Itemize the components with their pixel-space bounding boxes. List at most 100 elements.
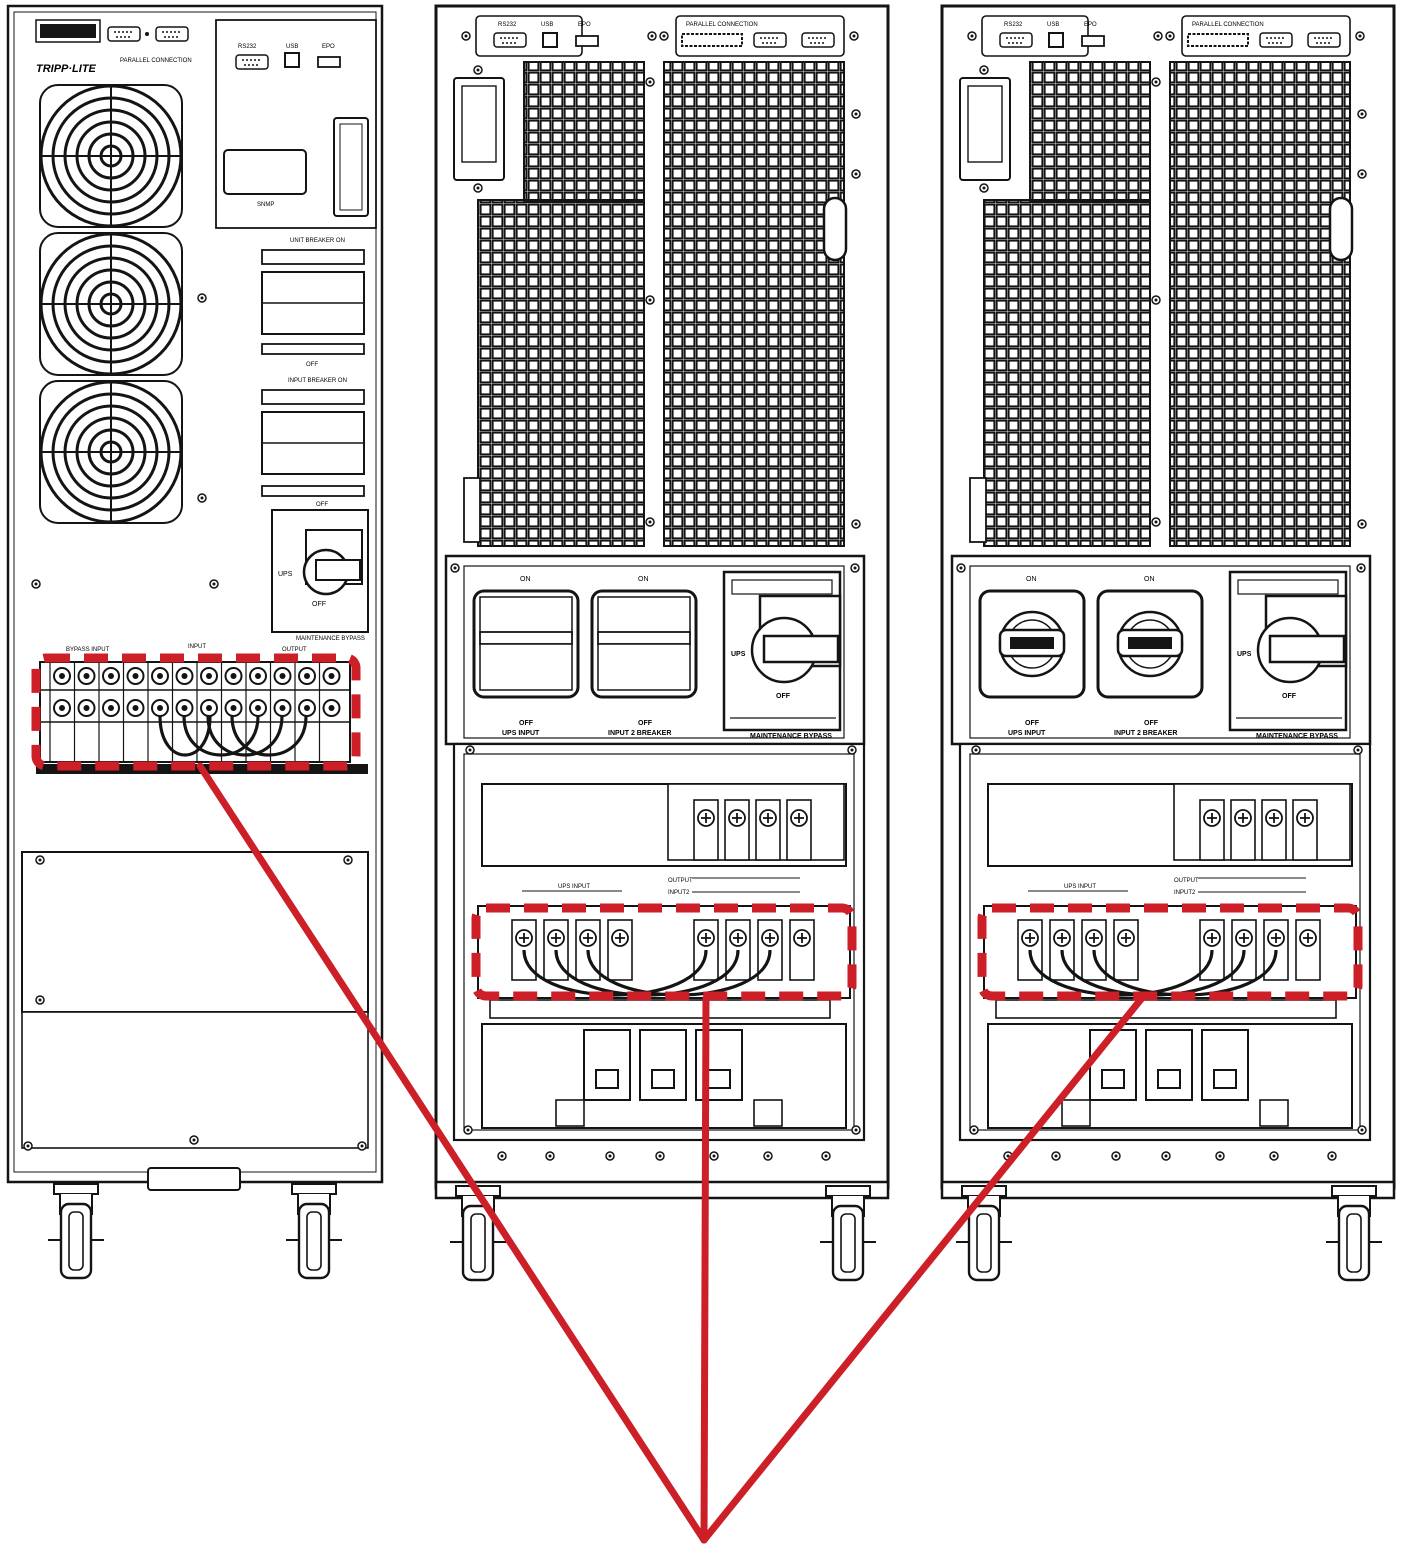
ups1-input-breaker-off: OFF xyxy=(316,502,328,508)
ups2-side-hatch xyxy=(453,77,505,181)
ups2-breaker1-on: ON xyxy=(520,576,531,583)
ups3-main-terminal-strip xyxy=(983,905,1357,999)
ups3-terminal-label-output: OUTPUT xyxy=(1174,878,1199,884)
ups2-upper-terminal xyxy=(755,799,781,861)
ups3-parallel-port-b[interactable] xyxy=(1307,32,1341,48)
ups1-terminal-group-bypass: BYPASS INPUT xyxy=(66,647,110,653)
ups1-caster-left xyxy=(46,1182,106,1280)
ups1-jumper-wire xyxy=(230,715,308,757)
ups2-upper-terminal xyxy=(693,799,719,861)
ups1-switch-caption: MAINTENANCE BYPASS xyxy=(296,636,365,642)
ups3-parallel-port-a[interactable] xyxy=(1259,32,1293,48)
ups1-rs232-port[interactable] xyxy=(235,54,269,70)
ups2-parallel-port-b[interactable] xyxy=(801,32,835,48)
ups2-port-label-usb: USB xyxy=(541,22,553,28)
ups3-side-hatch xyxy=(959,77,1011,181)
ups2-main-terminal-left xyxy=(607,919,633,981)
ups3-terminal-label-top: UPS INPUT xyxy=(1064,884,1096,890)
ups2-rs232-port[interactable] xyxy=(493,32,527,48)
ups1-bypass-breaker-off: OFF xyxy=(306,362,318,368)
ups1-port-label-rs232: RS232 xyxy=(238,44,257,50)
ups1-jumper-wire xyxy=(158,715,212,757)
ups3-upper-terminal xyxy=(1230,799,1256,861)
ups3-maintenance-bypass-switch[interactable] xyxy=(1228,570,1348,732)
ups2-vent-right xyxy=(663,61,845,547)
ups3-bypass-caption: MAINTENANCE BYPASS xyxy=(1256,733,1338,740)
callout-line-ups3 xyxy=(700,994,1146,1544)
ups1-usb-port[interactable] xyxy=(284,52,300,68)
ups1-terminal-strip xyxy=(39,661,351,763)
ups3-breaker2-on: ON xyxy=(1144,576,1155,583)
ups3-handle xyxy=(1328,196,1354,262)
ups2-terminal-label-top: UPS INPUT xyxy=(558,884,590,890)
ups1-slot-label: SNMP xyxy=(257,202,274,208)
ups2-vent-upper-left xyxy=(523,61,645,203)
ups3-caster-left xyxy=(954,1184,1014,1282)
ups3-upper-terminal xyxy=(1199,799,1225,861)
ups1-input-breaker-label: INPUT BREAKER ON xyxy=(288,378,347,384)
ups2-main-terminal-right xyxy=(789,919,815,981)
ups2-bypass-ups: UPS xyxy=(731,651,746,658)
ups1-bottom-cover xyxy=(21,1011,369,1149)
ups1-port-label-usb: USB xyxy=(286,44,298,50)
ups2-upper-terminal xyxy=(786,799,812,861)
ups3-main-terminal-right xyxy=(1295,919,1321,981)
ups3-breaker1-caption: UPS INPUT xyxy=(1008,730,1046,737)
ups2-epo-port[interactable] xyxy=(575,35,599,47)
ups3-parallel-connector[interactable] xyxy=(1187,33,1249,47)
ups2-parallel-connector[interactable] xyxy=(681,33,743,47)
ups3-lower-breakers xyxy=(1061,1029,1289,1127)
ups2-vent-lower-left xyxy=(477,199,645,547)
ups2-breaker1-off: OFF xyxy=(519,720,534,727)
ups1-parallel-label: PARALLEL CONNECTION xyxy=(120,58,192,64)
ups1-fan-1 xyxy=(39,84,183,228)
ups1-brand-logo: TRIPP·LITE xyxy=(36,63,97,75)
ups1-caster-right xyxy=(284,1182,344,1280)
ups1-top-slot xyxy=(40,24,96,38)
ups1-jumper-wires xyxy=(158,715,308,757)
ups1-lower-cover xyxy=(21,851,369,1013)
ups1-parallel-port-a xyxy=(107,26,141,42)
ups2-terminal-label-output: OUTPUT xyxy=(668,878,693,884)
ups-unit-right: RS232 USB EPO PARALLEL CONNECTION ON ON xyxy=(940,4,1396,1282)
ups3-breaker1-on: ON xyxy=(1026,576,1037,583)
ups3-bypass-ups: UPS xyxy=(1237,651,1252,658)
ups1-bypass-breaker-label: UNIT BREAKER ON xyxy=(290,238,345,244)
ups1-switch-ups: UPS xyxy=(278,571,293,578)
ups2-upper-terminal xyxy=(724,799,750,861)
ups3-parallel-label: PARALLEL CONNECTION xyxy=(1192,22,1264,28)
ups2-ups-input-breaker[interactable] xyxy=(472,589,580,699)
ups3-jumper-wire xyxy=(1028,949,1214,997)
ups1-jumper-wire xyxy=(182,715,260,757)
ups3-vent-upper-left xyxy=(1029,61,1151,203)
ups3-epo-port[interactable] xyxy=(1081,35,1105,47)
ups1-fan-3 xyxy=(39,380,183,524)
ups2-parallel-port-a[interactable] xyxy=(753,32,787,48)
ups2-usb-port[interactable] xyxy=(542,32,558,48)
ups3-usb-port[interactable] xyxy=(1048,32,1064,48)
callout-box-ups1-terminals xyxy=(31,653,361,771)
ups2-caster-right xyxy=(818,1184,878,1282)
ups2-main-terminal-strip xyxy=(477,905,851,999)
callout-line-ups1 xyxy=(196,762,708,1544)
ups1-snmp-slot[interactable] xyxy=(223,149,307,195)
ups2-breaker2-on: ON xyxy=(638,576,649,583)
ups2-breaker2-off: OFF xyxy=(638,720,653,727)
ups1-fan-2 xyxy=(39,232,183,376)
ups2-input2-breaker[interactable] xyxy=(590,589,698,699)
ups-unit-left: PARALLEL CONNECTION TRIPP·LITE RS232 USB… xyxy=(6,4,384,1280)
ups3-port-label-epo: EPO xyxy=(1084,22,1097,28)
ups3-upper-terminal xyxy=(1292,799,1318,861)
ups3-vent-lower-left xyxy=(983,199,1151,547)
ups1-epo-port[interactable] xyxy=(317,56,341,68)
ups2-maintenance-bypass-switch[interactable] xyxy=(722,570,842,732)
ups3-rs232-port[interactable] xyxy=(999,32,1033,48)
ups2-bypass-caption: MAINTENANCE BYPASS xyxy=(750,733,832,740)
ups3-upper-terminal xyxy=(1261,799,1287,861)
ups3-input2-breaker[interactable] xyxy=(1096,589,1204,699)
ups3-bypass-off: OFF xyxy=(1282,693,1297,700)
ups3-caster-right xyxy=(1324,1184,1384,1282)
ups2-jumper-wire xyxy=(522,949,708,997)
ups2-bypass-off: OFF xyxy=(776,693,791,700)
ups3-ups-input-breaker[interactable] xyxy=(978,589,1086,699)
